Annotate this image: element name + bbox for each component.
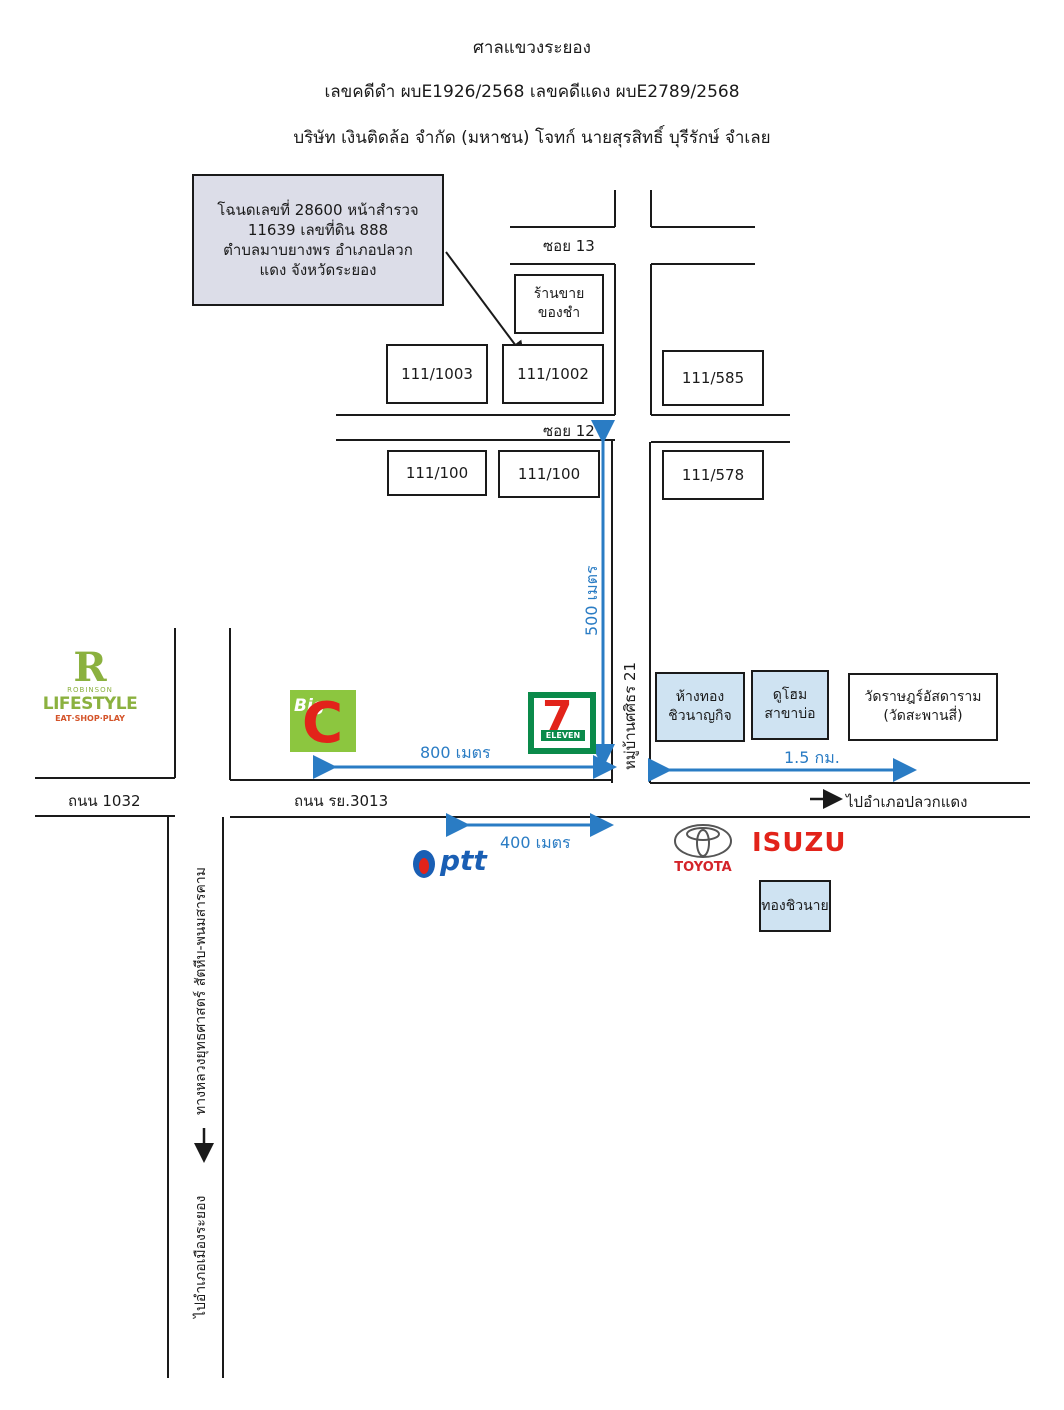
isuzu-logo: ISUZU [752, 828, 847, 858]
ptt-text: ptt [440, 844, 487, 877]
dohome-line-2: สาขาบ่อ [764, 706, 816, 722]
distance-800m: 800 เมตร [420, 743, 491, 762]
toyota-text: TOYOTA [674, 860, 732, 875]
gold-shop-2: ทองชิวนาย [759, 880, 831, 932]
callout-line-2: 11639 เลขที่ดิน 888 [247, 220, 389, 239]
robinson-lifestyle-logo: R ROBINSON LIFESTYLE EAT·SHOP·PLAY [40, 644, 140, 745]
bigc-logo: Big C [290, 690, 356, 752]
temple: วัดราษฎร์อัสดาราม (วัดสะพานสี่) [848, 673, 998, 741]
gold-shop-line-2: ชิวนาญกิจ [668, 708, 732, 724]
plot-111-100-b: 111/100 [498, 450, 600, 498]
gold-shop-line-1: ห้างทอง [675, 689, 725, 706]
ptt-flame-icon [413, 850, 435, 878]
plot-111-578: 111/578 [662, 450, 764, 500]
court-title: ศาลแขวงระยอง [473, 38, 591, 58]
plot-111-100-a: 111/100 [387, 450, 487, 496]
callout-line-4: แดง จังหวัดระยอง [259, 261, 377, 280]
robinson-top-text: ROBINSON [67, 686, 113, 694]
seven-eleven-logo: 7 ELEVEN [528, 692, 596, 754]
highway-label: ทางหลวงยุทธศาสตร์ สัตหีบ-พนมสารคาม [193, 867, 209, 1115]
dohome-line-1: ดูโฮม [772, 687, 808, 704]
grocery-shop-line-1: ร้านขาย [533, 286, 585, 303]
grocery-shop: ร้านขาย ของชำ [514, 274, 604, 334]
distance-1-5km: 1.5 กม. [784, 748, 840, 767]
case-parties: บริษัท เงินติดล้อ จำกัด (มหาชน) โจทก์ นา… [293, 128, 771, 148]
plot-111-1003: 111/1003 [386, 344, 488, 404]
road-ry3013-label: ถนน รย.3013 [294, 792, 389, 810]
distance-400m: 400 เมตร [500, 833, 571, 852]
distance-500m: 500 เมตร [582, 565, 601, 636]
ptt-logo: ptt [410, 842, 500, 882]
dohome: ดูโฮม สาขาบ่อ [751, 670, 829, 740]
robinson-sub-text: EAT·SHOP·PLAY [55, 714, 125, 723]
plot-111-1002: 111/1002 [502, 344, 604, 404]
callout-line-1: โฉนดเลขที่ 28600 หน้าสำรวจ [217, 200, 419, 219]
toyota-emblem-icon [674, 824, 732, 858]
to-rayong-label: ไปอำเภอเมืองระยอง [193, 1195, 209, 1318]
to-pluak-daeng-label: ไปอำเภอปลวกแดง [846, 793, 968, 811]
bigc-c-letter: C [302, 691, 344, 756]
temple-line-1: วัดราษฎร์อัสดาราม [864, 689, 982, 706]
gold-shop: ห้างทอง ชิวนาญกิจ [655, 672, 745, 742]
bigc-big-text: Big [294, 696, 325, 716]
soi-12-label: ซอย 12 [543, 422, 595, 440]
grocery-shop-line-2: ของชำ [537, 305, 581, 321]
road-1032-label: ถนน 1032 [68, 792, 141, 810]
callout-line-3: ตำบลมาบยางพร อำเภอปลวก [223, 241, 413, 259]
soi-13-label: ซอย 13 [543, 237, 595, 255]
case-numbers: เลขคดีดำ ผบE1926/2568 เลขคดีแดง ผบE2789/… [324, 82, 740, 102]
plot-111-585: 111/585 [662, 350, 764, 406]
toyota-logo: TOYOTA [668, 822, 738, 882]
temple-line-2: (วัดสะพานสี่) [883, 708, 963, 724]
robinson-main-text: LIFESTYLE [42, 694, 138, 714]
robinson-r-mark: R [73, 644, 107, 691]
eleven-text: ELEVEN [541, 730, 585, 741]
village-label: หมู่บ้านศศิธร 21 [621, 661, 639, 770]
land-deed-callout: โฉนดเลขที่ 28600 หน้าสำรวจ 11639 เลขที่ด… [192, 174, 444, 306]
